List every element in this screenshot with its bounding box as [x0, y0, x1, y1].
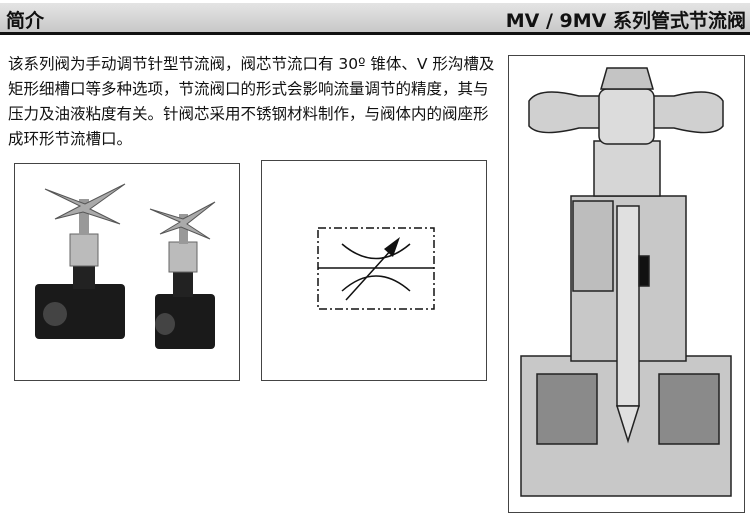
product-photo — [14, 163, 240, 381]
page-header: 简介 MV / 9MV 系列管式节流阀 — [0, 3, 750, 35]
valve-photo-right — [149, 201, 216, 349]
intro-paragraph: 该系列阀为手动调节针型节流阀，阀芯节流口有 30º 锥体、V 形沟槽及矩形细槽口… — [8, 55, 495, 148]
product-title: MV / 9MV 系列管式节流阀 — [505, 10, 746, 32]
section-title: 简介 — [6, 10, 45, 32]
valve-photo-left — [35, 183, 126, 339]
hydraulic-symbol-panel — [261, 160, 487, 381]
throttle-valve-symbol — [317, 227, 435, 310]
cross-section-drawing — [508, 55, 745, 513]
